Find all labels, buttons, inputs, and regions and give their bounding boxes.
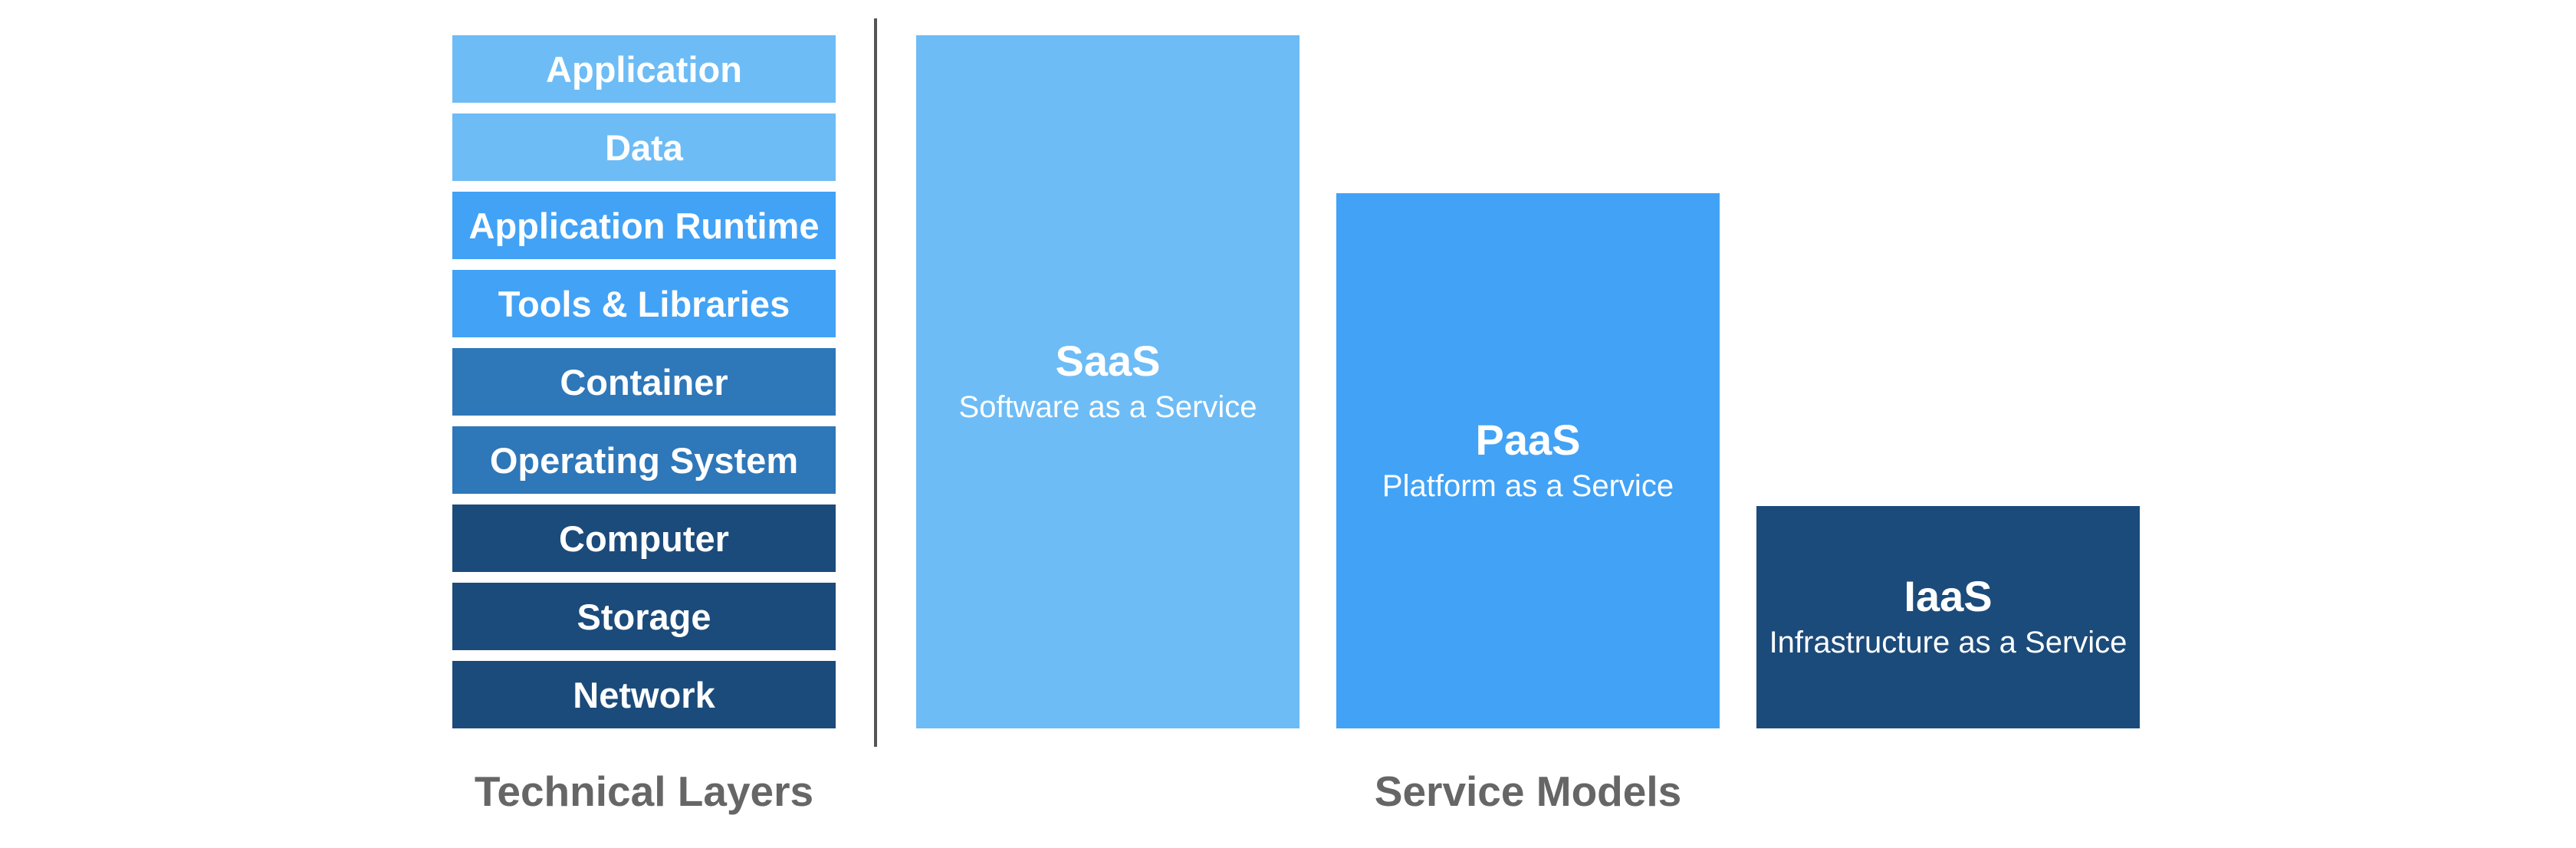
vertical-divider bbox=[874, 18, 877, 747]
technical-layers-caption: Technical Layers bbox=[474, 767, 814, 815]
layer-data: Data bbox=[452, 113, 836, 181]
layer-container: Container bbox=[452, 348, 836, 416]
iaas-abbreviation: IaaS bbox=[1904, 572, 1993, 620]
saas-block: SaaS Software as a Service bbox=[916, 35, 1300, 728]
layer-computer: Computer bbox=[452, 505, 836, 572]
iaas-name: Infrastructure as a Service bbox=[1769, 626, 2128, 659]
layer-application: Application bbox=[452, 35, 836, 103]
layer-network: Network bbox=[452, 661, 836, 728]
saas-name: Software as a Service bbox=[958, 390, 1257, 424]
layer-storage: Storage bbox=[452, 583, 836, 650]
paas-block: PaaS Platform as a Service bbox=[1336, 193, 1720, 728]
service-models-caption: Service Models bbox=[1374, 767, 1682, 815]
iaas-block: IaaS Infrastructure as a Service bbox=[1756, 506, 2140, 728]
layer-operating-system: Operating System bbox=[452, 426, 836, 494]
paas-name: Platform as a Service bbox=[1382, 469, 1674, 503]
saas-abbreviation: SaaS bbox=[1055, 337, 1161, 385]
paas-abbreviation: PaaS bbox=[1475, 416, 1581, 464]
layer-application-runtime: Application Runtime bbox=[452, 192, 836, 259]
layer-tools-libraries: Tools & Libraries bbox=[452, 270, 836, 337]
